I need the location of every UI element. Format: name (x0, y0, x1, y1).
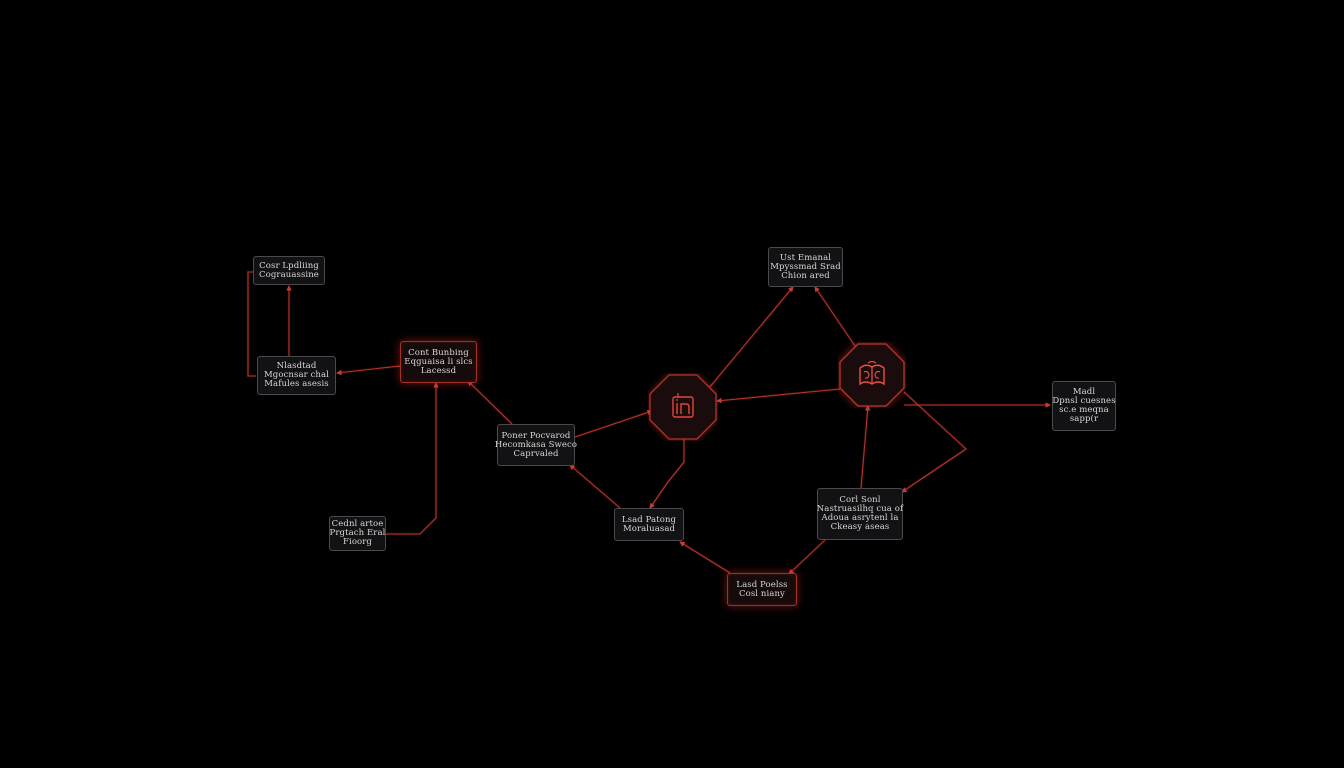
node-n1-line-1: Cosr Lpdliing (259, 260, 319, 271)
node-n4-line-2: Hecomkasa Sweco (494, 439, 578, 450)
node-n1-line-2: Cograuassine (259, 269, 319, 280)
node-n7-line-2: Mpyssmad Srad (770, 261, 841, 272)
node-n10[interactable]: Madl Dpnsl cuesnes sc.e meqna sapp(r (1052, 381, 1116, 431)
node-n7-line-1: Ust Emanal (779, 252, 832, 263)
node-n3[interactable]: Cont Bunbing Eqguaisa li slcs Lacessd (400, 341, 477, 383)
edge-oct-left-n7 (708, 286, 794, 389)
edge-n3-n2 (336, 365, 401, 376)
node-n8[interactable]: Corl Sonl Nastruasilhq cua of Adoua asry… (817, 488, 903, 540)
node-n6[interactable]: Cednl artoe Prgtach Eral Fioorg (329, 516, 386, 551)
node-n10-line-4: sapp(r (1069, 414, 1099, 424)
edge-oct-left-n5 (649, 436, 685, 509)
node-n6-line-2: Prgtach Eral (329, 528, 386, 538)
node-n10-line-3: sc.e meqna (1059, 405, 1109, 415)
node-n2-line-1: Nlasdtad (276, 361, 317, 371)
edge-layer (247, 271, 1051, 575)
edge-oct-right-oct-left (716, 388, 841, 404)
node-n7-line-3: Chion ared (781, 270, 830, 281)
edge-n9-n5 (679, 541, 731, 574)
edge-oct-right-n7 (814, 286, 856, 347)
document-in-icon (648, 373, 718, 441)
book-icon (838, 342, 906, 408)
node-n6-line-1: Cednl artoe (331, 519, 384, 529)
node-n7[interactable]: Ust Emanal Mpyssmad Srad Chion ared (768, 247, 843, 287)
node-n5-line-2: Moraluasad (622, 523, 676, 534)
hub-left[interactable] (648, 373, 718, 441)
node-n4-line-3: Caprvaled (513, 448, 559, 459)
node-n9[interactable]: Lasd Poelss Cosl niany (727, 573, 797, 606)
edge-n8-n9 (788, 539, 826, 575)
node-n8-line-4: Ckeasy aseas (830, 522, 890, 532)
edge-n8-oct-right (860, 405, 871, 489)
node-n9-line-2: Cosl niany (739, 588, 785, 599)
node-n10-line-1: Madl (1072, 387, 1096, 397)
edge-n6-n3 (386, 382, 439, 535)
node-n2-line-2: Mgocnsar chal (263, 370, 329, 380)
node-n9-line-1: Lasd Poelss (736, 579, 788, 590)
edge-n4-n3 (467, 380, 513, 425)
edge-n2-n1-loop (247, 271, 256, 377)
node-n3-line-1: Cont Bunbing (408, 347, 469, 358)
edge-n4-oct-left (574, 409, 653, 438)
node-n3-line-2: Eqguaisa li slcs (404, 356, 473, 367)
node-n8-line-3: Adoua asrytenl la (821, 513, 899, 523)
node-n10-line-2: Dpnsl cuesnes (1052, 396, 1116, 406)
node-n4[interactable]: Poner Pocvarod Hecomkasa Sweco Caprvaled (494, 424, 578, 466)
node-n6-line-3: Fioorg (343, 537, 372, 547)
node-n1[interactable]: Cosr Lpdliing Cograuassine (253, 256, 325, 285)
hub-right[interactable] (838, 342, 906, 408)
node-n8-line-1: Corl Sonl (839, 495, 881, 505)
node-n5-line-1: Lsad Patong (621, 514, 677, 525)
node-n5[interactable]: Lsad Patong Moraluasad (614, 508, 684, 541)
node-n8-line-2: Nastruasilhq cua of (816, 504, 904, 514)
edge-n5-n4 (569, 464, 621, 509)
node-n4-line-1: Poner Pocvarod (501, 430, 571, 441)
node-n2[interactable]: Nlasdtad Mgocnsar chal Mafules asesis (257, 356, 336, 395)
edge-oct-right-n8-loop (901, 391, 967, 493)
node-n2-line-3: Mafules asesis (264, 379, 329, 389)
node-n3-line-3: Lacessd (420, 365, 457, 376)
